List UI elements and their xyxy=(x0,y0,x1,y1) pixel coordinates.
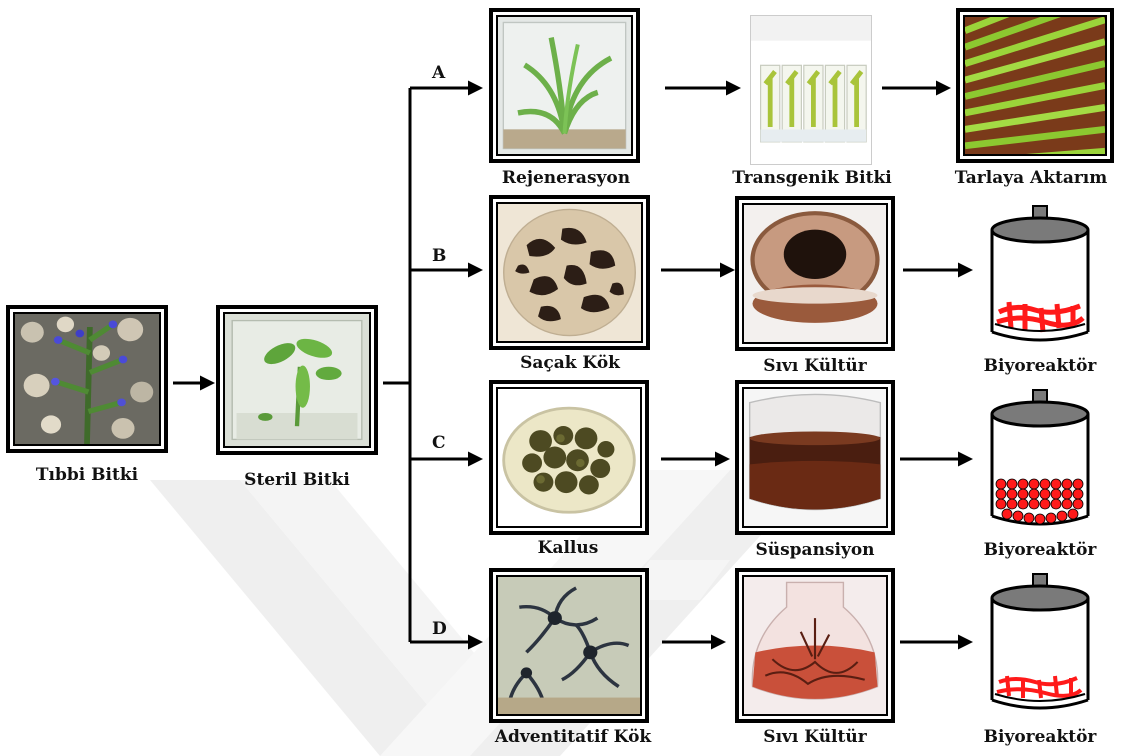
tibbi-bitki-photo xyxy=(6,305,168,453)
label-steril-bitki: Steril Bitki xyxy=(244,470,350,490)
branch-label-d: D xyxy=(432,619,447,639)
flask-icon xyxy=(744,205,886,342)
branch-label-c: C xyxy=(432,433,446,453)
jar-plant-icon xyxy=(225,314,369,446)
label-transgenik-bitki: Transgenik Bitki xyxy=(732,168,891,188)
branch-label-a: A xyxy=(432,63,445,83)
sivi-kultur-d-photo xyxy=(735,568,895,723)
label-adventitatif-kok: Adventitatif Kök xyxy=(495,727,651,747)
sivi-kultur-b-photo xyxy=(735,196,895,351)
label-biyoreaktor-d: Biyoreaktör xyxy=(984,727,1097,747)
plant-photo-icon xyxy=(15,314,159,444)
kallus-photo xyxy=(489,380,649,535)
regeneration-icon xyxy=(498,17,631,154)
steril-bitki-photo xyxy=(216,305,378,455)
callus-dish-icon xyxy=(498,389,640,526)
field-photo-icon xyxy=(965,17,1105,154)
label-kallus: Kallus xyxy=(538,538,599,558)
sacak-kok-photo xyxy=(489,195,650,350)
label-biyoreaktor-c: Biyoreaktör xyxy=(984,540,1097,560)
bioreactor-b-icon xyxy=(985,204,1095,352)
label-suspansiyon: Süspansiyon xyxy=(755,540,874,560)
tubes-icon xyxy=(751,16,871,164)
label-tarlaya-aktarim: Tarlaya Aktarım xyxy=(955,168,1108,188)
bioreactor-c-icon xyxy=(985,388,1095,536)
suspension-flask-icon xyxy=(744,389,886,526)
adventitious-root-icon xyxy=(498,577,640,714)
label-sivi-kultur-d: Sıvı Kültür xyxy=(763,727,866,747)
rejenerasyon-photo xyxy=(489,8,640,163)
transgenik-bitki-photo xyxy=(750,15,872,165)
suspansiyon-photo xyxy=(735,380,895,535)
label-biyoreaktor-b: Biyoreaktör xyxy=(984,356,1097,376)
label-sivi-kultur-b: Sıvı Kültür xyxy=(763,356,866,376)
adventitatif-kok-photo xyxy=(489,568,649,723)
label-sacak-kok: Saçak Kök xyxy=(520,353,620,373)
bioreactor-d-icon xyxy=(985,572,1095,720)
root-flask-icon xyxy=(744,577,886,714)
label-rejenerasyon: Rejenerasyon xyxy=(502,168,630,188)
petri-dish-roots-icon xyxy=(498,204,641,341)
branch-label-b: B xyxy=(432,246,446,266)
label-tibbi-bitki: Tıbbi Bitki xyxy=(36,465,138,485)
tarlaya-aktarim-photo xyxy=(956,8,1114,163)
